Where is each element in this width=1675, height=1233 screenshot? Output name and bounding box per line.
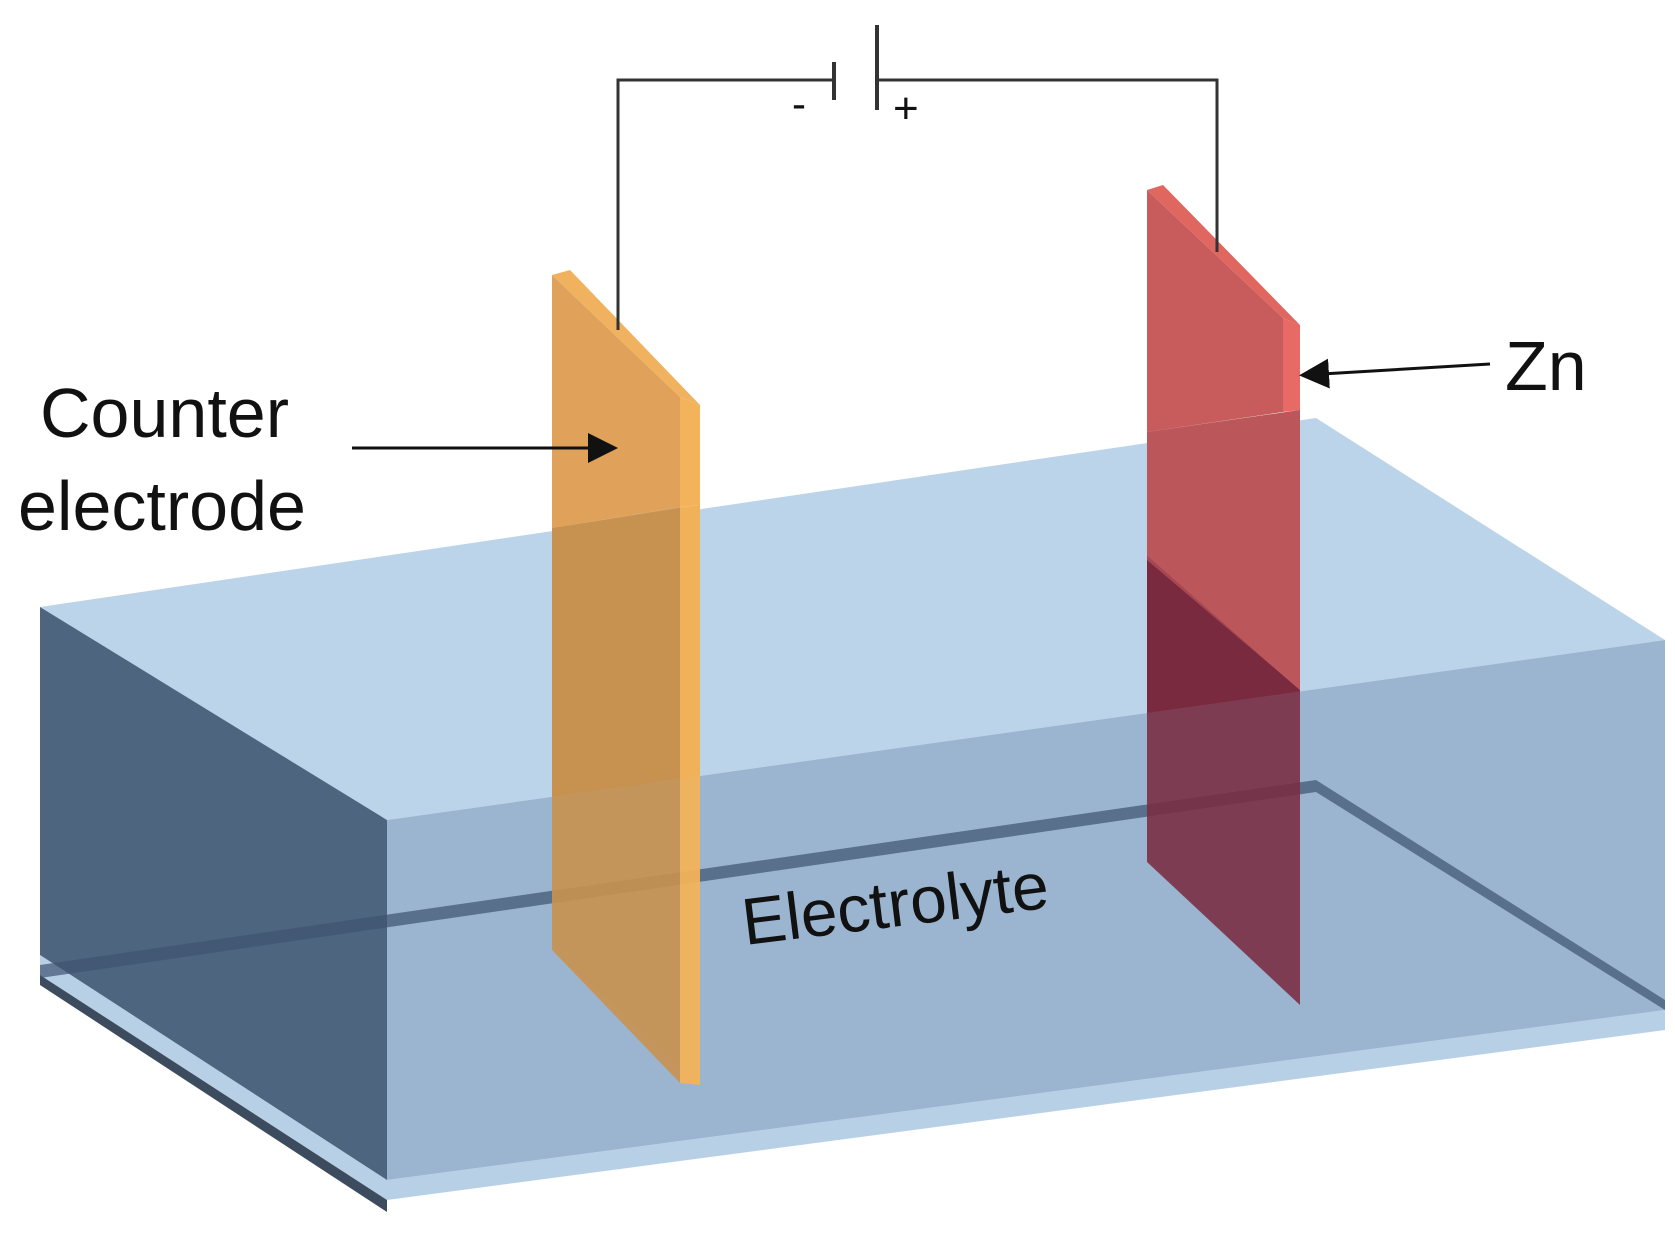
zn-electrode-front-mid (1147, 410, 1300, 690)
tank-base-plate-dark (40, 975, 387, 1212)
electrolyte-front-face (387, 640, 1665, 1180)
zn-electrode-front-submerged (1147, 560, 1300, 1005)
wire-negative (616, 78, 832, 330)
zn-arrow (1299, 358, 1491, 389)
battery-plus-label: + (893, 84, 919, 133)
counter-electrode-front-edge (680, 505, 700, 1085)
zn-electrode-upper (1147, 190, 1283, 432)
battery-minus-label: - (792, 80, 806, 127)
electrolyte-left-face (40, 607, 387, 1180)
wire-positive (877, 78, 1219, 252)
zn-electrode-edge-upper (1283, 318, 1300, 412)
zn-label: Zn (1505, 327, 1587, 405)
counter-electrode-upper (552, 275, 680, 528)
counter-electrode-front (552, 507, 680, 1083)
counter-electrode-label-line2: electrode (18, 467, 306, 545)
counter-electrode-edge-upper (680, 397, 700, 507)
zn-electrode-top-edge (1147, 185, 1300, 325)
counter-electrode-label-line1: Counter (40, 374, 289, 452)
counter-electrode-top-edge (552, 270, 700, 405)
